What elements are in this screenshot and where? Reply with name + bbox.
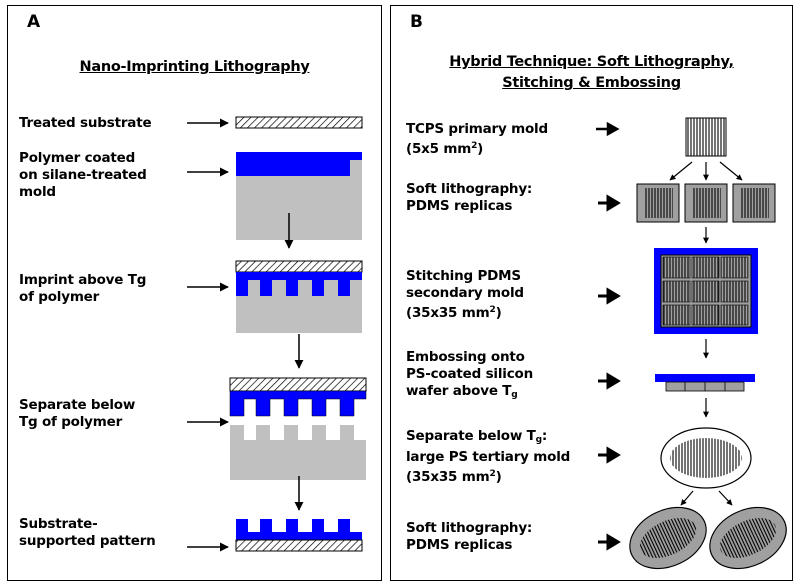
a-step-treated-substrate: Treated substrate — [19, 115, 152, 131]
panel-a — [7, 5, 382, 581]
b-step-embossing: Embossing onto PS-coated silicon wafer a… — [406, 349, 533, 400]
arrow-split-b-right — [718, 490, 733, 506]
b-step-soft-litho-1: Soft lithography: PDMS replicas — [406, 181, 533, 214]
tcps-mold — [685, 117, 727, 157]
panel-b-title-line2: Stitching & Embossing — [502, 75, 681, 91]
treated-substrate — [235, 116, 363, 129]
panel-b-title-line1: Hybrid Technique: Soft Lithography, — [449, 54, 734, 70]
tertiary-mold — [660, 427, 752, 489]
arrow-b6 — [598, 533, 621, 551]
b-step-tcps: TCPS primary mold (5x5 mm2) — [406, 121, 548, 157]
b-step-soft-litho-2: Soft lithography: PDMS replicas — [406, 520, 533, 553]
panel-b-letter: B — [410, 12, 423, 32]
arrow-split-right — [719, 161, 743, 181]
imprint-stack — [235, 260, 363, 333]
arrow-split-left — [669, 161, 693, 181]
arrow-b3 — [598, 287, 621, 305]
embossing-stack — [655, 374, 755, 392]
a-step-separate: Separate below Tg of polymer — [19, 397, 136, 430]
arrow-b1 — [596, 121, 620, 137]
polymer-coated-mold — [236, 152, 362, 240]
arrow-b4 — [598, 372, 621, 390]
separate-stack — [229, 377, 367, 480]
arrow-b5 — [598, 446, 621, 464]
a-step-imprint: Imprint above Tg of polymer — [19, 272, 147, 305]
a-step-substrate-supported: Substrate- supported pattern — [19, 516, 156, 549]
final-replicas — [629, 506, 787, 570]
b-step-separate: Separate below Tg: large PS tertiary mol… — [406, 428, 571, 485]
a-step-polymer-coated: Polymer coated on silane-treated mold — [19, 150, 147, 200]
pdms-replicas — [636, 183, 776, 223]
panel-a-letter: A — [27, 12, 41, 32]
supported-pattern — [235, 519, 363, 552]
arrow-split-b-left — [680, 490, 694, 506]
arrow-b2 — [598, 194, 621, 212]
b-step-stitching: Stitching PDMS secondary mold (35x35 mm2… — [406, 268, 524, 321]
stitched-mold — [654, 248, 758, 334]
panel-b-title: Hybrid Technique: Soft Lithography, Stit… — [390, 52, 793, 94]
panel-a-title: Nano-Imprinting Lithography — [79, 59, 310, 75]
panel-b — [390, 5, 793, 581]
